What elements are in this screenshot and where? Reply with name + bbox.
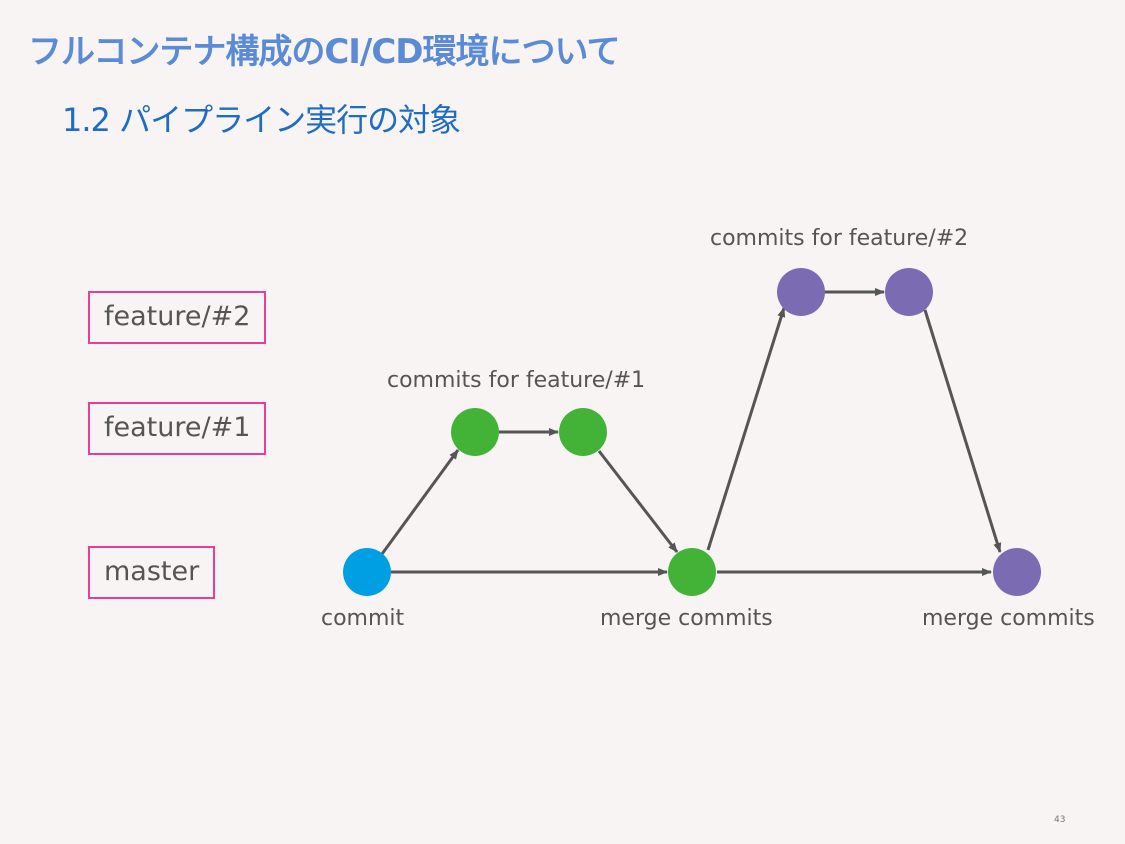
- commit-node-merge1: [668, 548, 716, 596]
- feature1-commits-label: commits for feature/#1: [387, 368, 646, 393]
- branch-label-feature-1: feature/#1: [88, 402, 267, 455]
- arrow-merge1-to-feature2-a: [706, 307, 786, 551]
- initial-commit-label: commit: [321, 606, 405, 631]
- commit-node-feature1-b: [559, 408, 607, 456]
- merge1-commits-label: merge commits: [600, 606, 773, 631]
- branch-label-feature-2: feature/#2: [88, 291, 267, 344]
- arrow-feature1-b-to-merge1: [597, 450, 679, 553]
- feature2-commits-label: commits for feature/#2: [710, 226, 969, 251]
- arrow-feature2-b-to-merge2: [923, 309, 1002, 553]
- commit-node-initial: [343, 548, 391, 596]
- arrow-commit-to-feature1-a: [380, 449, 460, 555]
- merge2-commits-label: merge commits: [922, 606, 1095, 631]
- branch-label-master: master: [88, 546, 216, 599]
- commit-node-feature2-b: [885, 268, 933, 316]
- commit-node-feature1-a: [451, 408, 499, 456]
- commit-node-feature2-a: [777, 268, 825, 316]
- page-number: 43: [1054, 815, 1066, 825]
- commit-node-merge2: [993, 548, 1041, 596]
- slide-title: フルコンテナ構成のCI/CD環境について: [28, 32, 620, 72]
- slide-subtitle: 1.2 パイプライン実行の対象: [62, 101, 461, 139]
